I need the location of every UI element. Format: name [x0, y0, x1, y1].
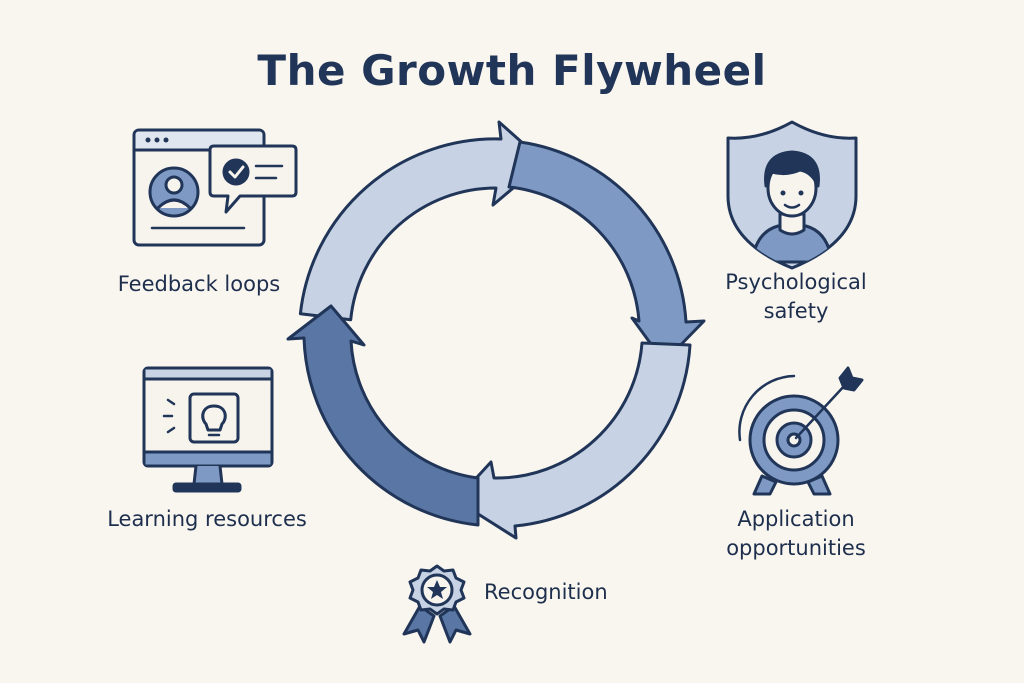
flywheel-ring — [286, 120, 706, 540]
label-psych-line1: Psychological — [725, 270, 867, 294]
arrow-bottom-right — [454, 341, 692, 540]
page-title: The Growth Flywheel — [257, 46, 767, 95]
monitor-lightbulb-icon — [142, 366, 274, 493]
arrow-left — [286, 304, 480, 527]
label-learning-resources: Learning resources — [107, 507, 307, 531]
label-application-opportunities: Application opportunities — [704, 505, 888, 563]
label-psych-line2: safety — [763, 299, 829, 323]
shield-person-icon — [726, 120, 858, 270]
label-feedback-loops: Feedback loops — [117, 272, 281, 296]
label-app-line1: Application — [737, 507, 855, 531]
award-ribbon-star-icon — [402, 564, 472, 644]
label-psychological-safety: Psychological safety — [704, 268, 888, 326]
target-arrow-icon — [738, 366, 864, 496]
feedback-chat-window-icon — [132, 128, 298, 247]
arrow-right — [507, 140, 706, 364]
arrow-top — [298, 120, 546, 322]
label-recognition: Recognition — [484, 580, 608, 604]
label-app-line2: opportunities — [726, 536, 866, 560]
